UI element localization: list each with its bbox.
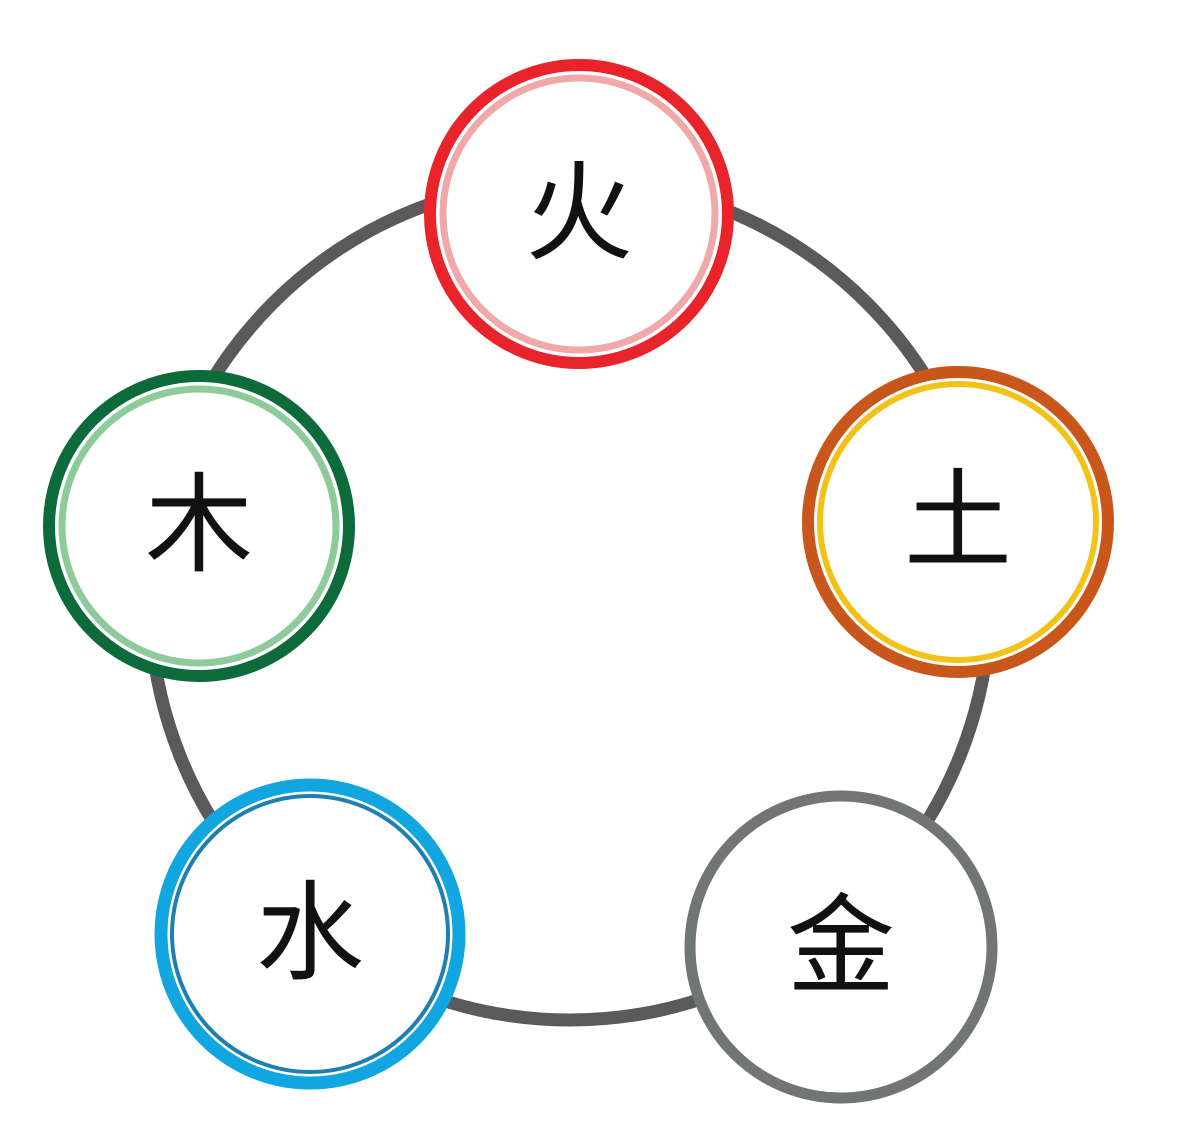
earth-char: 土 (904, 460, 1012, 585)
metal-node-outer-ring (684, 790, 998, 1104)
fire-char: 火 (525, 152, 633, 277)
water-node: 水 (154, 778, 466, 1090)
metal-node: 金 (684, 790, 998, 1104)
earth-node-inner-ring (817, 381, 1099, 663)
wood-char: 木 (145, 464, 253, 589)
wood-node-outer-ring (43, 370, 355, 682)
earth-node-outer-ring (802, 366, 1114, 678)
water-node-outer-ring (154, 778, 466, 1090)
fire-node-outer-ring (424, 59, 734, 369)
wood-node: 木 (43, 370, 355, 682)
metal-char: 金 (787, 885, 895, 1010)
fire-node: 火 (424, 59, 734, 369)
water-char: 水 (256, 872, 364, 997)
water-node-inner-ring (170, 794, 450, 1074)
fire-node-inner-ring (439, 74, 719, 354)
wood-node-inner-ring (58, 385, 340, 667)
earth-node: 土 (802, 366, 1114, 678)
